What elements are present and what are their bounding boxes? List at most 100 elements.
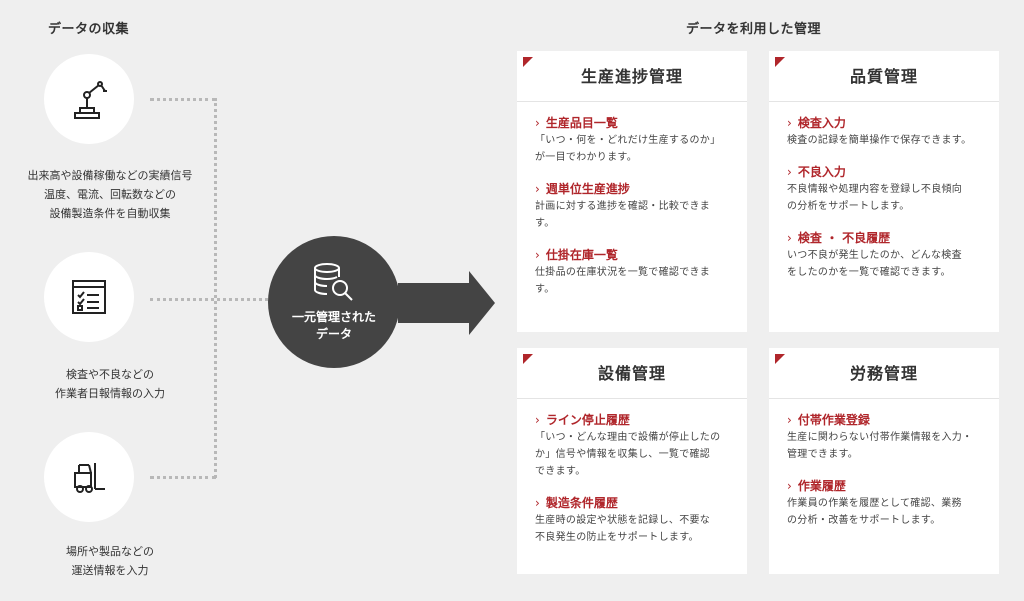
card-item: › 作業履歴 作業員の作業を履歴として確認、業務 の分析・改善をサポートします。 [787,477,981,529]
item-desc-line: 管理できます。 [787,449,859,460]
item-desc-line: できます。 [535,466,586,477]
hub-label-line: 一元管理された [291,310,376,324]
corner-mark-icon [523,354,533,364]
item-description: 仕掛品の在庫状況を一覧で確認できま す。 [535,264,729,298]
item-desc-line: か」信号や情報を収集し、一覧で確認 [535,449,711,460]
chevron-right-icon: › [787,165,792,179]
item-title[interactable]: › 不良入力 [787,163,981,181]
source-caption-line: 温度、電流、回転数などの [44,188,176,201]
item-title[interactable]: › 検査 ・ 不良履歴 [787,229,981,247]
item-desc-line: 計画に対する進捗を確認・比較できま [535,201,711,212]
corner-mark-icon [775,57,785,67]
data-usage-heading: データを利用した管理 [686,22,822,37]
source-caption-3: 場所や製品などの 運送情報を入力 [10,542,210,580]
card-title: 品質管理 [769,51,999,102]
card-title: 生産進捗管理 [517,51,747,102]
checklist-window-icon [72,280,106,314]
forklift-circle [44,432,134,522]
source-caption-line: 場所や製品などの [66,545,154,558]
card-labor: 労務管理 ›付帯作業登録 生産に関わらない付帯作業情報を入力・ 管理できます。 … [769,348,999,574]
card-title: 労務管理 [769,348,999,399]
corner-mark-icon [775,354,785,364]
chevron-right-icon: › [535,413,540,427]
item-description: 検査の記録を簡単操作で保存できます。 [787,132,981,149]
item-desc-line: 生産時の設定や状態を記録し、不要な [535,515,711,526]
item-desc-line: 「いつ・何を・どれだけ生産するのか」 [535,135,721,146]
hub-label: 一元管理された データ [292,309,376,343]
item-title-text: 不良入力 [797,165,846,179]
item-title-text: 仕掛在庫一覧 [545,248,618,262]
chevron-right-icon: › [787,231,792,245]
item-desc-line: 仕掛品の在庫状況を一覧で確認できま [535,267,711,278]
item-description: 「いつ・何を・どれだけ生産するのか」 が一目でわかります。 [535,132,729,166]
flow-arrow-body [398,283,470,323]
item-desc-line: をしたのかを一覧で確認できます。 [787,267,951,278]
card-item: › 生産品目一覧 「いつ・何を・どれだけ生産するのか」 が一目でわかります。 [535,114,729,166]
item-title[interactable]: › 仕掛在庫一覧 [535,246,729,264]
item-title-text: ライン停止履歴 [545,413,630,427]
item-desc-line: の分析をサポートします。 [787,201,910,212]
card-quality: 品質管理 ›検査入力 検査の記録を簡単操作で保存できます。 › 不良入力 不良情報… [769,51,999,332]
chevron-right-icon: › [787,413,792,427]
item-desc-line: す。 [535,284,555,295]
item-desc-line: 不良情報や処理内容を登録し不良傾向 [787,184,963,195]
chevron-right-icon: › [535,496,540,510]
source-caption-line: 設備製造条件を自動収集 [49,207,171,220]
corner-mark-icon [523,57,533,67]
unified-data-hub: 一元管理された データ [268,236,400,368]
card-item: › 検査 ・ 不良履歴 いつ不良が発生したのか、どんな検査 をしたのかを一覧で確認… [787,229,981,281]
card-equipment: 設備管理 › ライン停止履歴 「いつ・どんな理由で設備が停止したの か」信号や情報… [517,348,747,574]
item-description: いつ不良が発生したのか、どんな検査 をしたのかを一覧で確認できます。 [787,247,981,281]
card-item: ›週単位生産進捗 計画に対する進捗を確認・比較できま す。 [535,180,729,232]
item-desc-line: 不良発生の防止をサポートします。 [535,532,699,543]
source-caption-line: 出来高や設備稼働などの実績信号 [27,169,193,182]
item-description: 計画に対する進捗を確認・比較できま す。 [535,198,729,232]
checklist-circle [44,252,134,342]
flow-arrow-icon [469,271,495,335]
chevron-right-icon: › [535,182,540,196]
item-title[interactable]: › 付帯作業登録 [787,411,981,429]
connector-line [150,476,216,479]
item-title[interactable]: ›製造条件履歴 [535,494,729,512]
chevron-right-icon: › [787,116,792,130]
item-desc-line: 「いつ・どんな理由で設備が停止したの [535,432,721,443]
item-desc-line: いつ不良が発生したのか、どんな検査 [787,250,962,261]
item-desc-line: 検査の記録を簡単操作で保存できます。 [787,135,972,146]
chevron-right-icon: › [535,248,540,262]
item-title-text: 付帯作業登録 [797,413,870,427]
card-production-progress: 生産進捗管理 › 生産品目一覧 「いつ・何を・どれだけ生産するのか」 が一目でわか… [517,51,747,332]
card-item: › ライン停止履歴 「いつ・どんな理由で設備が停止したの か」信号や情報を収集し、… [535,411,729,480]
item-title[interactable]: › 生産品目一覧 [535,114,729,132]
card-item: ›検査入力 検査の記録を簡単操作で保存できます。 [787,114,981,149]
robot-arm-circle [44,54,134,144]
database-search-icon [314,263,353,301]
chevron-right-icon: › [535,116,540,130]
card-title: 設備管理 [517,348,747,399]
item-desc-line: 作業員の作業を履歴として確認、業務 [787,498,962,509]
item-title[interactable]: ›検査入力 [787,114,981,132]
item-title-text: 生産品目一覧 [545,116,618,130]
source-caption-line: 作業者日報情報の入力 [55,387,165,400]
item-description: 不良情報や処理内容を登録し不良傾向 の分析をサポートします。 [787,181,981,215]
source-caption-line: 運送情報を入力 [71,564,149,577]
item-title[interactable]: › ライン停止履歴 [535,411,729,429]
hub-label-line: データ [315,327,352,341]
card-item: › 不良入力 不良情報や処理内容を登録し不良傾向 の分析をサポートします。 [787,163,981,215]
item-title-text: 作業履歴 [797,479,846,493]
card-item: ›製造条件履歴 生産時の設定や状態を記録し、不要な 不良発生の防止をサポートしま… [535,494,729,546]
connector-line [150,98,216,101]
data-collection-heading: データの収集 [48,22,130,37]
item-description: 生産時の設定や状態を記録し、不要な 不良発生の防止をサポートします。 [535,512,729,546]
item-desc-line: の分析・改善をサポートします。 [787,515,941,526]
card-item: › 付帯作業登録 生産に関わらない付帯作業情報を入力・ 管理できます。 [787,411,981,463]
item-desc-line: 生産に関わらない付帯作業情報を入力・ [787,432,973,443]
connector-line [214,98,217,478]
item-title-text: 検査 ・ 不良履歴 [797,231,891,245]
connector-line [150,298,268,301]
forklift-icon [74,463,105,493]
source-caption-1: 出来高や設備稼働などの実績信号 温度、電流、回転数などの 設備製造条件を自動収集 [10,166,210,223]
chevron-right-icon: › [787,479,792,493]
robot-arm-icon [74,81,107,119]
item-title[interactable]: ›週単位生産進捗 [535,180,729,198]
item-title[interactable]: › 作業履歴 [787,477,981,495]
